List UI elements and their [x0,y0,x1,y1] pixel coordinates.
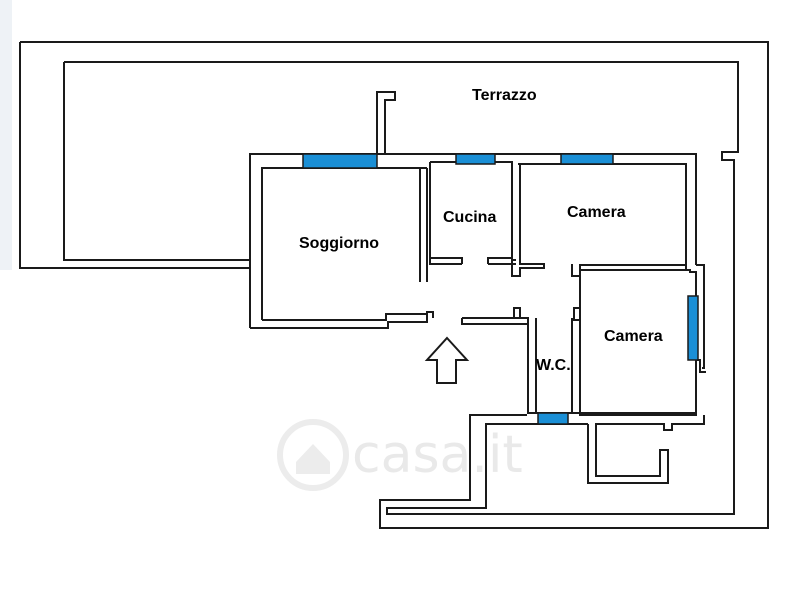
room-label-terrazzo: Terrazzo [472,87,537,104]
balcony-walls [587,415,705,484]
cucina-south-wall-left [430,257,463,264]
window-camera-right [687,295,699,361]
terrace-inner-wall-west [63,62,250,261]
watermark-house-icon [296,444,330,474]
camera-top-walls [518,163,687,277]
terrace-inner-wall [64,61,739,515]
hallway-wall [461,307,529,325]
cucina-camera-wall [511,164,545,277]
entrance-arrow-icon [424,336,470,384]
room-label-soggiorno: Soggiorno [299,235,379,252]
background-strip [0,0,12,270]
soggiorno-south-wall-inner [262,313,426,321]
window-cucina [455,153,496,165]
wc-west-wall [527,318,537,413]
watermark-logo-icon [277,419,349,491]
watermark-text: casa.it [352,425,523,485]
room-label-camera-right: Camera [604,328,663,345]
watermark: casa.it [277,419,523,491]
terrace-outer-wall [20,41,769,529]
wc-east-wall [571,318,581,413]
window-soggiorno [302,153,378,169]
terrace-pillar [376,91,396,154]
terrace-outer-wall-west [19,42,250,269]
cucina-west-wall [429,162,462,265]
soggiorno-south-wall [250,311,434,329]
room-label-wc: W.C. [536,357,571,374]
soggiorno-cucina-wall [419,168,428,282]
window-camera-top [560,153,614,165]
room-label-camera-top: Camera [567,204,626,221]
camera-right-outer-wall [573,269,697,416]
camera-right-inner-wall [579,265,687,310]
room-label-cucina: Cucina [443,209,496,226]
window-wc [537,412,569,425]
